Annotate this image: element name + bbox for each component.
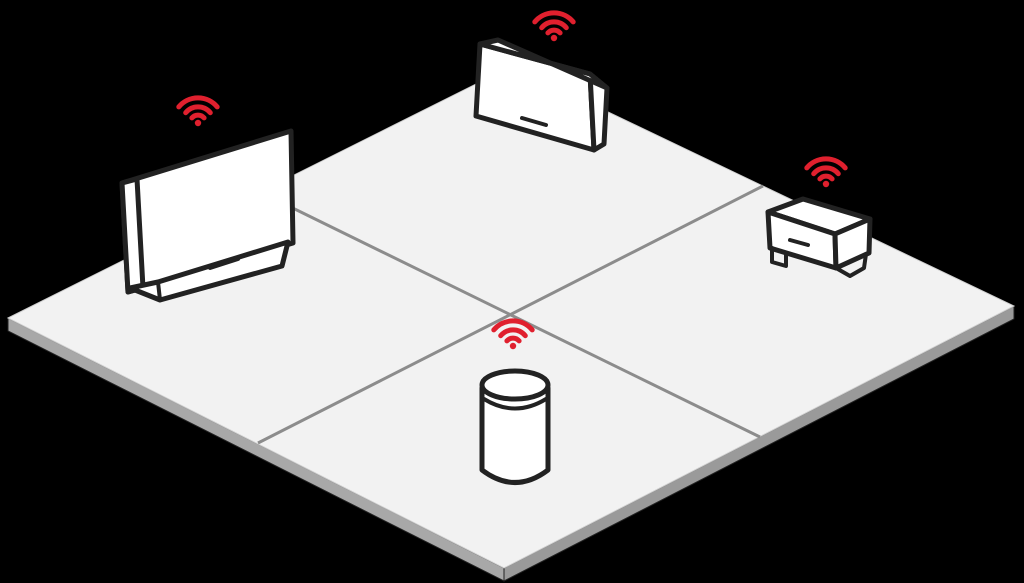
wifi-icon [532, 10, 576, 42]
cylindrical-wireless-speaker-icon [479, 368, 551, 485]
wifi-arc [817, 173, 835, 182]
wifi-icon [176, 95, 220, 127]
compact-wireless-speaker-icon [473, 37, 610, 153]
wifi-signals [176, 10, 848, 350]
wifi-arc [498, 327, 528, 339]
floor-platform [6, 65, 1016, 582]
wifi-arc [491, 318, 535, 333]
large-wireless-speaker-icon [119, 128, 296, 303]
floor-top [6, 65, 1016, 569]
wifi-arc [545, 27, 563, 36]
wifi-dot [822, 180, 830, 188]
wifi-arc [189, 112, 207, 121]
wifi-arc [176, 95, 220, 110]
wifi-arc [811, 165, 841, 177]
quadrant-divider [257, 184, 764, 445]
wifi-arc [539, 19, 569, 31]
wifi-dot [194, 119, 202, 127]
wifi-dot [509, 342, 517, 350]
wifi-dot [550, 34, 558, 42]
wifi-arc [183, 104, 213, 116]
wireless-bridge-box-icon [765, 196, 873, 278]
wifi-icon [804, 156, 848, 188]
wifi-arc [804, 156, 848, 171]
wifi-arc [504, 335, 522, 344]
wifi-icon [491, 318, 535, 350]
wifi-arc [532, 10, 576, 25]
